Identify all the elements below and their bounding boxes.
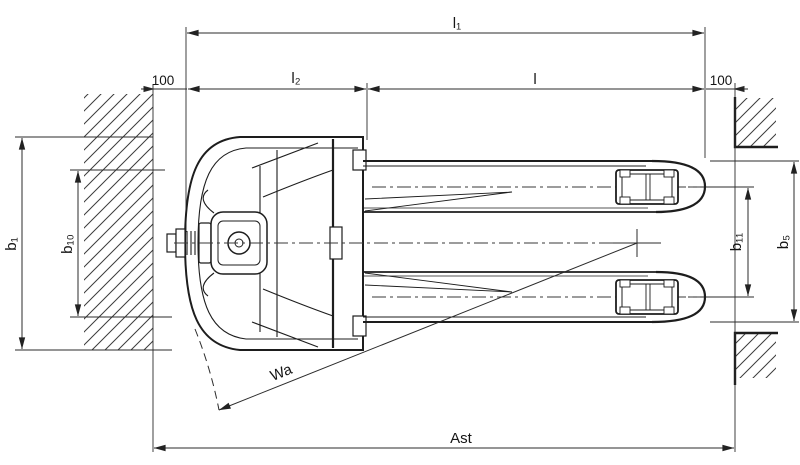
fork-top-tip [651,159,707,214]
chassis-inner-contour [197,147,358,340]
fork-root-tab-bottom [352,315,367,337]
turning-radius-arc [194,328,220,411]
label-b10: b₁₀ [59,234,76,254]
label-b5: b₅ [775,235,792,249]
label-100-right: 100 [710,73,733,88]
dim-wa [218,242,638,411]
dimension-lines [18,29,798,452]
label-ast: Ast [450,430,473,447]
pallet-truck [166,136,707,351]
left-wall-hatching [84,94,153,350]
label-100-left: 100 [152,73,175,88]
load-roller-top [615,169,679,205]
corner-top-hatching [736,98,776,146]
fork-bottom-tip [651,270,707,324]
fork-bottom [363,270,707,324]
right-wall-corner-bottom [733,331,778,385]
right-wall-corner-top [733,97,778,149]
label-b1: b₁ [3,237,20,250]
corner-bottom-hatching [736,334,776,378]
left-wall [84,94,153,350]
fork-top [363,159,707,214]
label-l: l [533,71,536,88]
centerlines [174,186,700,298]
label-l1: l₁ [453,15,461,32]
load-roller-bottom [615,279,679,315]
label-b11: b₁₁ [728,233,745,251]
label-l2: l₂ [291,70,300,87]
